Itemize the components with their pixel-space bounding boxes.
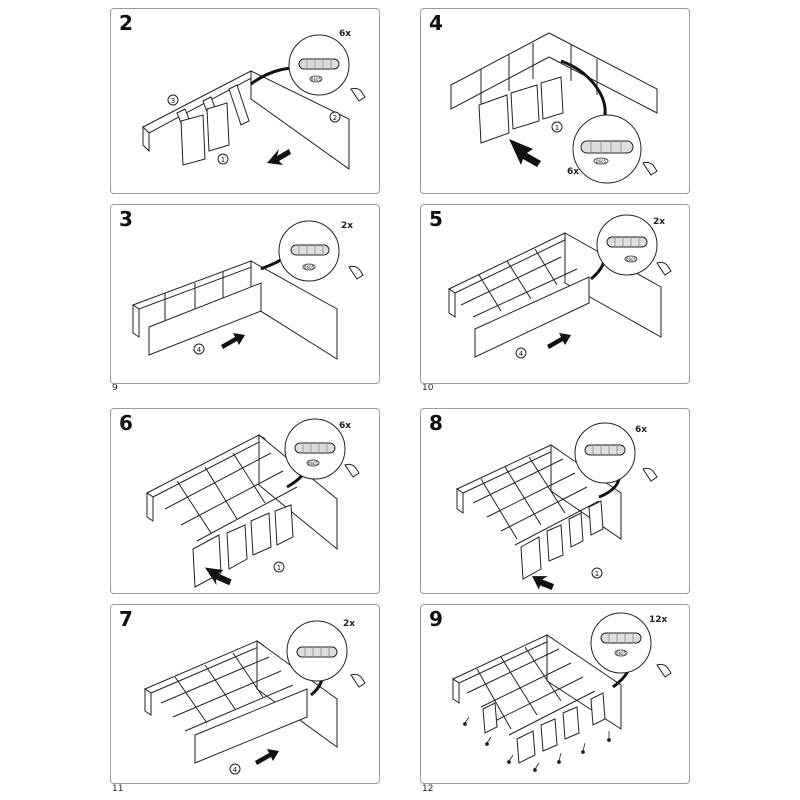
callout-label: 3 <box>171 97 175 105</box>
push-arrow-icon <box>221 333 245 349</box>
step-number: 6 <box>119 411 133 435</box>
callout-label: 2 <box>333 114 337 122</box>
callout-label: 1 <box>555 124 559 132</box>
step-5-panel: 5 2x 4 0605 <box>420 204 690 384</box>
page-number-left-bottom: 11 <box>112 784 124 794</box>
hand-icon <box>350 87 366 102</box>
dowel-quantity: 2x <box>343 619 356 629</box>
callout-label: 4 <box>233 766 238 774</box>
step-number: 3 <box>119 207 133 231</box>
hand-icon <box>656 663 672 678</box>
push-arrow-icon <box>509 139 541 167</box>
dowel-quantity: 12x <box>649 615 668 625</box>
page-number-left-top: 9 <box>112 383 118 393</box>
callout-label: 1 <box>221 156 225 164</box>
step-9-illustration: 0605 <box>451 612 672 772</box>
step-3-illustration: 4 0605 <box>131 220 364 360</box>
dowel-quantity: 2x <box>341 221 354 231</box>
step-number: 7 <box>119 607 133 631</box>
dowel-quantity: 6x <box>339 29 352 39</box>
callout-label: 4 <box>197 346 202 354</box>
push-arrow-icon <box>532 576 555 590</box>
step-8-panel: 8 6x 1 <box>420 408 690 594</box>
callout-circle <box>217 153 229 165</box>
push-arrow-icon <box>267 149 291 165</box>
dowel-icon: 0605 <box>290 244 330 271</box>
push-arrow-icon <box>204 567 232 586</box>
dowel-code: 0605 <box>308 461 319 466</box>
step-2-illustration: 3 1 2 0605 <box>142 34 366 170</box>
step-4-illustration: 1 0605 <box>450 32 658 184</box>
step-2-panel: 2 6x 3 1 2 <box>110 8 380 194</box>
dowel-icon: 0605 <box>580 140 634 165</box>
dowel-code: 0605 <box>304 265 315 270</box>
push-arrow-icon <box>255 749 279 765</box>
step-9-panel: 9 12x <box>420 604 690 784</box>
hand-icon <box>642 467 658 482</box>
step-6-panel: 6 6x 1 0605 <box>110 408 380 594</box>
step-number: 2 <box>119 11 133 35</box>
dowel-code: 0605 <box>311 77 322 82</box>
step-4-panel: 4 6x 1 0605 <box>420 8 690 194</box>
dowel-quantity: 6x <box>635 425 648 435</box>
step-7-panel: 7 2x 4 <box>110 604 380 784</box>
page-number-right-top: 10 <box>422 383 434 393</box>
callout-circle <box>167 94 179 106</box>
step-5-illustration: 4 0605 <box>447 214 672 359</box>
dowel-code: 0605 <box>626 257 637 262</box>
hand-icon <box>344 463 360 478</box>
dowel-quantity: 6x <box>339 421 352 431</box>
dowel-icon: 0605 <box>294 442 336 467</box>
step-number: 9 <box>429 607 443 631</box>
hand-icon <box>350 673 366 688</box>
step-number: 5 <box>429 207 443 231</box>
dowel-code: 0605 <box>596 159 607 164</box>
dowel-icon: 0605 <box>600 632 642 657</box>
step-number: 4 <box>429 11 443 35</box>
push-arrow-icon <box>547 333 571 349</box>
step-8-illustration: 1 <box>455 422 658 590</box>
hand-icon <box>348 265 364 280</box>
leader-line <box>560 59 607 116</box>
dowel-icon: 0605 <box>298 58 340 83</box>
dowel-icon <box>584 444 626 456</box>
page-number-right-bottom: 12 <box>422 784 434 794</box>
callout-label: 1 <box>277 564 281 572</box>
step-7-illustration: 4 <box>143 620 366 775</box>
dowel-quantity: 6x <box>567 167 580 177</box>
step-6-illustration: 1 0605 <box>146 418 360 588</box>
step-3-panel: 3 2x 4 0605 <box>110 204 380 384</box>
hand-icon <box>642 161 658 176</box>
step-number: 8 <box>429 411 443 435</box>
dowel-icon <box>296 646 338 658</box>
callout-label: 4 <box>519 350 524 358</box>
dowel-marker-icons <box>463 716 611 772</box>
callout-circle <box>329 111 341 123</box>
dowel-quantity: 2x <box>653 217 666 227</box>
dowel-icon: 0605 <box>606 236 648 263</box>
callout-label: 1 <box>595 570 599 578</box>
dowel-code: 0605 <box>616 651 627 656</box>
hand-icon <box>656 261 672 276</box>
